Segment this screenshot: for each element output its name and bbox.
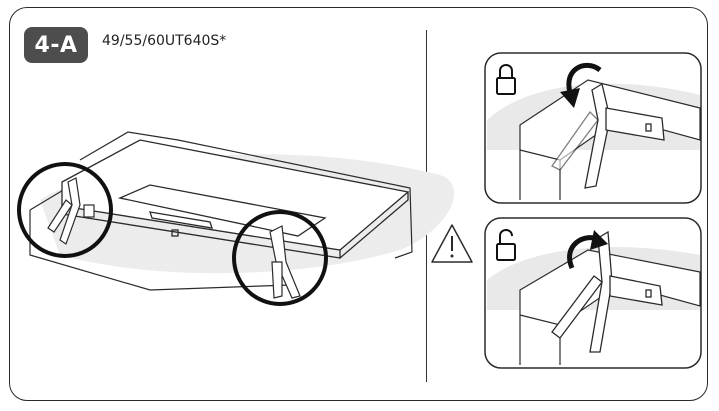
model-label: 49/55/60UT640S* — [102, 33, 227, 49]
right-stand — [269, 225, 301, 299]
right-detail-circle — [232, 210, 328, 306]
detail-lock-frame — [484, 52, 702, 204]
step-label: 4-A — [34, 32, 78, 58]
unlock-icon — [496, 229, 516, 261]
detail-unlock-frame — [484, 217, 702, 369]
left-detail-circle — [17, 162, 113, 258]
tv-body — [61, 139, 410, 259]
step-badge: 4-A — [24, 27, 88, 63]
warning-icon — [431, 224, 473, 263]
lock-icon — [496, 64, 516, 95]
left-stand — [47, 177, 95, 245]
